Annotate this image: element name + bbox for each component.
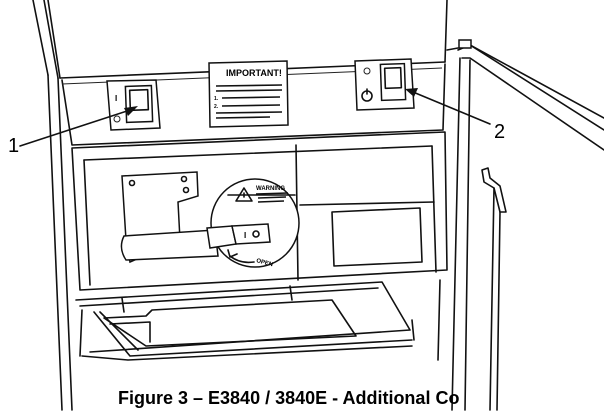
valve-handle-mark: I (244, 231, 246, 240)
inner-cavity (71, 131, 448, 291)
drain-pan (75, 279, 441, 361)
valve-handle: I (120, 223, 271, 261)
door-latch (481, 167, 507, 411)
valve-dial: WARNING OPEN (210, 178, 300, 268)
right-door-upper (446, 39, 604, 411)
important-label: IMPORTANT! 1. 2. (208, 60, 289, 128)
power-symbol-icon (361, 88, 373, 102)
important-label-item-1: 1. (214, 96, 219, 102)
switch-1: I (106, 79, 161, 131)
important-label-heading: IMPORTANT! (226, 68, 282, 78)
callout-1: 1 (8, 135, 20, 157)
callout-arrows (19, 88, 491, 147)
warning-triangle-icon (235, 187, 253, 202)
switch-1-mark: I (115, 94, 117, 103)
figure-caption: Figure 3 – E3840 / 3840E - Additional Co (118, 388, 460, 408)
dial-open-text: OPEN (255, 258, 273, 268)
warning-label-heading: WARNING (256, 186, 285, 192)
callout-2: 2 (494, 121, 506, 143)
switch-2 (354, 58, 415, 111)
important-label-item-2: 2. (214, 104, 219, 110)
cabinet-left-side (32, 0, 73, 411)
rotation-arrow-icon (227, 249, 255, 264)
